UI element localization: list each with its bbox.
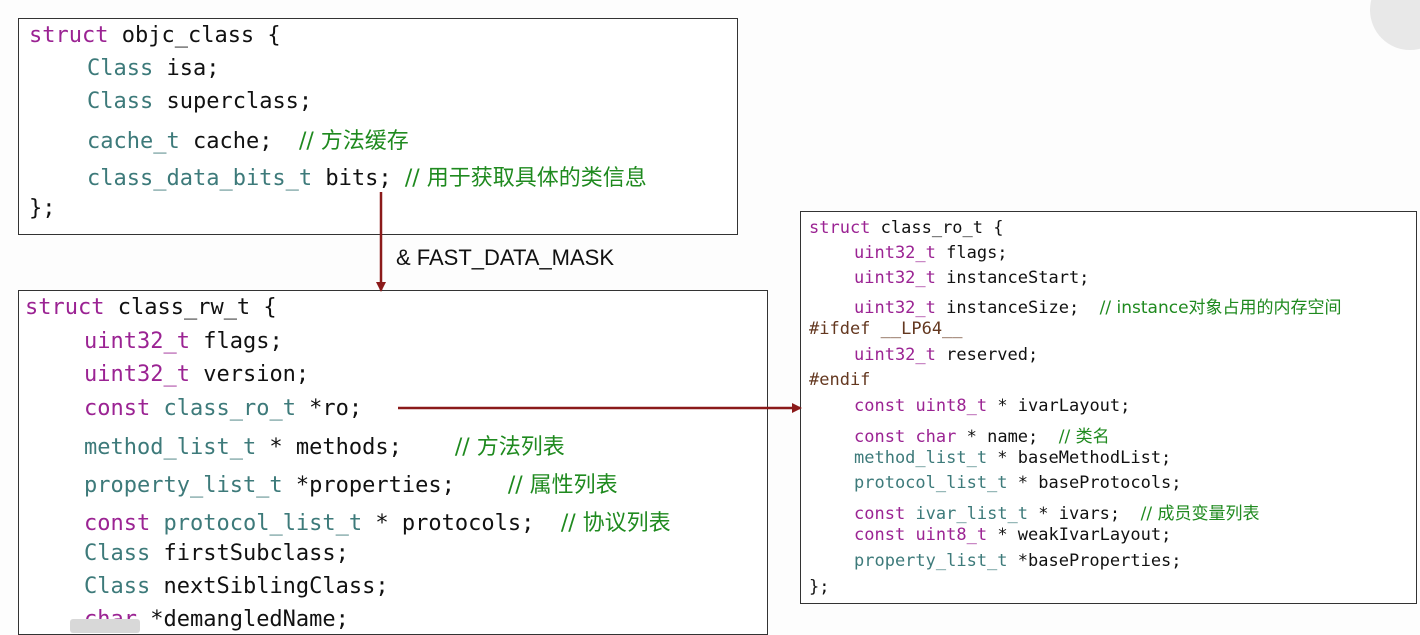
objc-class-line-3: cache_t cache; // 方法缓存 <box>87 129 409 154</box>
fast-data-mask-label: & FAST_DATA_MASK <box>396 245 615 270</box>
comment-class-info: // 用于获取具体的类信息 <box>404 166 647 191</box>
class-ro-line-0: struct class_ro_t { <box>809 218 1004 238</box>
class-rw-line-3: const class_ro_t *ro; <box>84 396 363 421</box>
comment-ivar-list: // 成员变量列表 <box>1140 504 1260 524</box>
objc-class-line-1: Class isa; <box>87 56 220 81</box>
class-ro-line-6: #endif <box>809 370 871 390</box>
class-rw-line-5: property_list_t *properties; // 属性列表 <box>84 473 618 498</box>
video-overlay-tag <box>70 619 140 633</box>
class-rw-line-8: Class nextSiblingClass; <box>84 574 389 599</box>
class-rw-t-struct-box: struct class_rw_t { uint32_t flags; uint… <box>18 290 768 635</box>
class-ro-line-3: uint32_t instanceSize; // instance对象占用的内… <box>854 298 1342 318</box>
comment-method-list: // 方法列表 <box>454 435 565 460</box>
objc-class-line-0: struct objc_class { <box>29 23 281 48</box>
class-ro-line-11: const ivar_list_t * ivars; // 成员变量列表 <box>854 504 1260 524</box>
class-rw-line-1: uint32_t flags; <box>84 329 283 354</box>
class-ro-line-10: protocol_list_t * baseProtocols; <box>854 473 1182 493</box>
class-ro-line-5: uint32_t reserved; <box>854 345 1039 365</box>
class-rw-line-6: const protocol_list_t * protocols; // 协议… <box>84 511 671 536</box>
class-ro-t-struct-box: struct class_ro_t { uint32_t flags; uint… <box>800 211 1417 604</box>
class-ro-line-7: const uint8_t * ivarLayout; <box>854 396 1131 416</box>
objc-class-line-5: }; <box>29 196 56 221</box>
class-ro-line-4: #ifdef __LP64__ <box>809 319 963 339</box>
comment-property-list: // 属性列表 <box>507 473 618 498</box>
class-rw-line-2: uint32_t version; <box>84 362 310 387</box>
class-ro-line-13: property_list_t *baseProperties; <box>854 551 1182 571</box>
class-rw-line-4: method_list_t * methods; // 方法列表 <box>84 435 565 460</box>
objc-class-line-4: class_data_bits_t bits; // 用于获取具体的类信息 <box>87 166 647 191</box>
class-ro-line-8: const char * name; // 类名 <box>854 427 1110 447</box>
class-ro-line-1: uint32_t flags; <box>854 243 1008 263</box>
comment-instance-size: // instance对象占用的内存空间 <box>1099 298 1342 318</box>
class-ro-line-9: method_list_t * baseMethodList; <box>854 448 1172 468</box>
class-rw-line-0: struct class_rw_t { <box>25 295 277 320</box>
class-ro-line-12: const uint8_t * weakIvarLayout; <box>854 525 1172 545</box>
class-rw-line-7: Class firstSubclass; <box>84 541 349 566</box>
comment-protocol-list: // 协议列表 <box>560 511 671 536</box>
class-ro-line-14: }; <box>809 577 830 597</box>
class-ro-line-2: uint32_t instanceStart; <box>854 268 1090 288</box>
objc-class-struct-box: struct objc_class { Class isa; Class sup… <box>18 18 738 235</box>
objc-class-line-2: Class superclass; <box>87 89 313 114</box>
comment-method-cache: // 方法缓存 <box>298 129 409 154</box>
comment-class-name: // 类名 <box>1058 427 1110 447</box>
